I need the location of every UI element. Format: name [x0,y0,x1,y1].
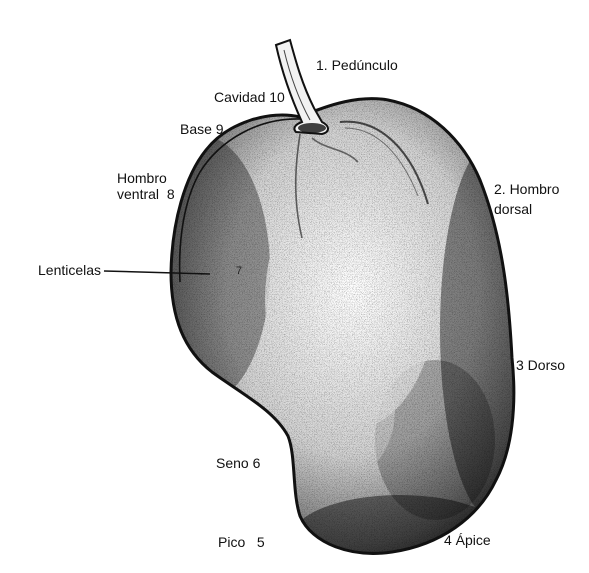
label-hombro-ventral-number: 8 [167,186,175,202]
label-seno: Seno 6 [216,455,260,471]
label-hombro-ventral-line2: ventral [117,186,159,202]
label-apice: 4 Ápice [444,532,491,548]
label-hombro-dorsal: 2. Hombro dorsal [494,181,559,217]
label-hombro-ventral: Hombro ventral 8 [117,170,187,202]
mango-fruit-body [130,90,550,573]
label-lenticelas: Lenticelas [38,262,101,278]
label-lenticelas-number: 7 [236,265,242,277]
label-pico: Pico 5 [218,534,265,550]
label-hombro-dorsal-line2: dorsal [494,201,559,217]
label-hombro-dorsal-line1: 2. Hombro [494,181,559,197]
label-dorso: 3 Dorso [516,357,565,373]
label-hombro-ventral-line1: Hombro [117,170,187,186]
label-hombro-ventral-line2-row: ventral 8 [117,186,187,202]
label-cavidad: Cavidad 10 [214,89,285,105]
label-pedunculo: 1. Pedúnculo [316,57,398,73]
label-base: Base 9 [180,121,224,137]
